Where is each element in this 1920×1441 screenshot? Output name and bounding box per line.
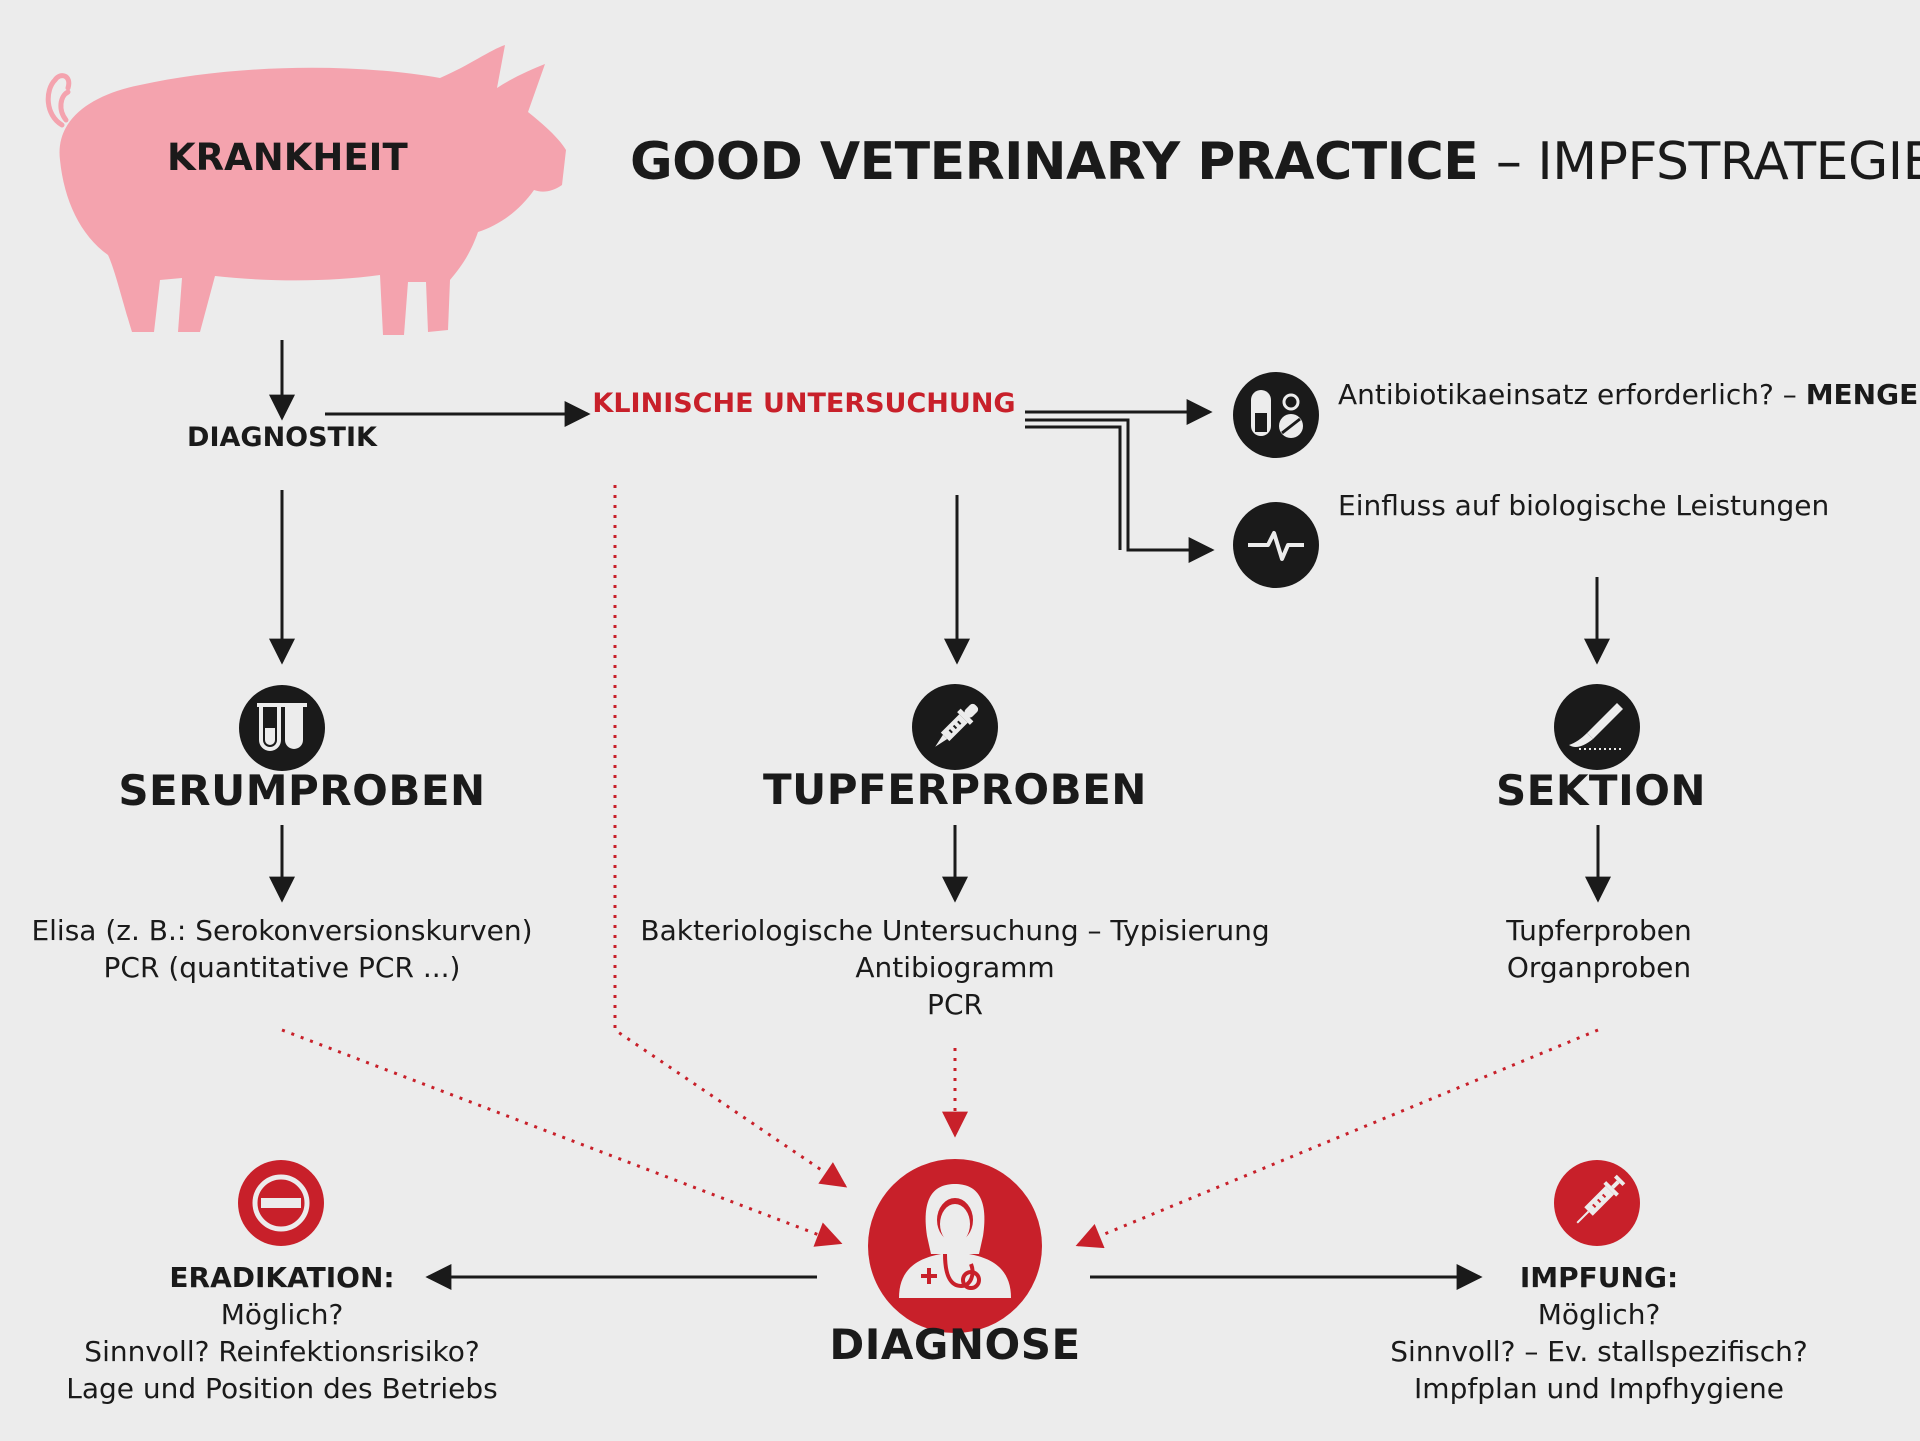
page-title: GOOD VETERINARY PRACTICE – IMPFSTRATEGIE	[630, 132, 1920, 192]
antibiotika-text: Antibiotikaeinsatz erforderlich? –	[1338, 378, 1797, 411]
sektion-line-1: Tupferproben	[1506, 914, 1692, 947]
pig-label: KRANKHEIT	[167, 136, 408, 179]
serum-line-2: PCR (quantitative PCR ...)	[103, 951, 461, 984]
dotted-sektion-to-diagnose	[1075, 1028, 1599, 1249]
pig-icon	[45, 45, 566, 335]
dropper-icon	[912, 684, 998, 770]
eradikation-line-2: Sinnvoll? Reinfektionsrisiko?	[84, 1335, 480, 1368]
arrow-klinische-to-pulse-b	[1025, 425, 1122, 550]
eradikation-title: ERADIKATION:	[169, 1261, 395, 1294]
impfung-line-1: Möglich?	[1537, 1298, 1661, 1331]
title-sub: – IMPFSTRATEGIE	[1495, 132, 1920, 192]
sektion-line-2: Organproben	[1506, 951, 1692, 984]
tupfer-line-2: Antibiogramm	[855, 951, 1055, 984]
flow-arrows	[269, 340, 1611, 1290]
serum-title: SERUMPROBEN	[118, 766, 486, 815]
impfung-title: IMPFUNG:	[1519, 1261, 1679, 1294]
einfluss-label: Einfluss auf biologische Leistungen	[1338, 489, 1830, 522]
scalpel-icon	[1554, 684, 1640, 770]
dotted-arrows	[281, 485, 1599, 1249]
diagnostik-label: DIAGNOSTIK	[187, 422, 377, 453]
tupfer-details: Bakteriologische Untersuchung – Typisier…	[640, 912, 1269, 1023]
serum-details: Elisa (z. B.: Serokonversionskurven) PCR…	[31, 912, 532, 986]
impfung-block: IMPFUNG: Möglich? Sinnvoll? – Ev. stalls…	[1390, 1259, 1807, 1407]
impfung-line-2: Sinnvoll? – Ev. stallspezifisch?	[1390, 1335, 1808, 1368]
antibiotika-label: Antibiotikaeinsatz erforderlich? – MENGE	[1338, 376, 1918, 413]
serum-line-1: Elisa (z. B.: Serokonversionskurven)	[31, 914, 533, 947]
sektion-title: SEKTION	[1495, 766, 1707, 815]
sektion-details: Tupferproben Organproben	[1506, 912, 1692, 986]
heartbeat-icon	[1233, 502, 1319, 588]
stop-icon	[238, 1160, 324, 1246]
tupfer-line-3: PCR	[927, 988, 983, 1021]
eradikation-line-3: Lage und Position des Betriebs	[66, 1372, 498, 1405]
eradikation-line-1: Möglich?	[220, 1298, 344, 1331]
syringe-icon	[1554, 1160, 1640, 1246]
doctor-icon	[868, 1159, 1042, 1333]
antibiotika-emphasis: MENGE	[1805, 378, 1919, 411]
arrow-klinische-to-pulse-a	[1025, 418, 1215, 563]
test-tubes-icon	[239, 685, 325, 771]
eradikation-block: ERADIKATION: Möglich? Sinnvoll? Reinfekt…	[66, 1259, 498, 1407]
klinische-label: KLINISCHE UNTERSUCHUNG	[592, 388, 1016, 419]
tupfer-line-1: Bakteriologische Untersuchung – Typisier…	[640, 914, 1270, 947]
pills-icon	[1233, 372, 1319, 458]
dotted-klinische-to-diagnose	[613, 485, 848, 1188]
diagnose-label: DIAGNOSE	[829, 1320, 1081, 1369]
impfung-line-3: Impfplan und Impfhygiene	[1414, 1372, 1784, 1405]
dotted-serum-to-diagnose	[281, 1028, 843, 1247]
tupfer-title: TUPFERPROBEN	[763, 765, 1147, 814]
title-main: GOOD VETERINARY PRACTICE	[630, 132, 1479, 192]
